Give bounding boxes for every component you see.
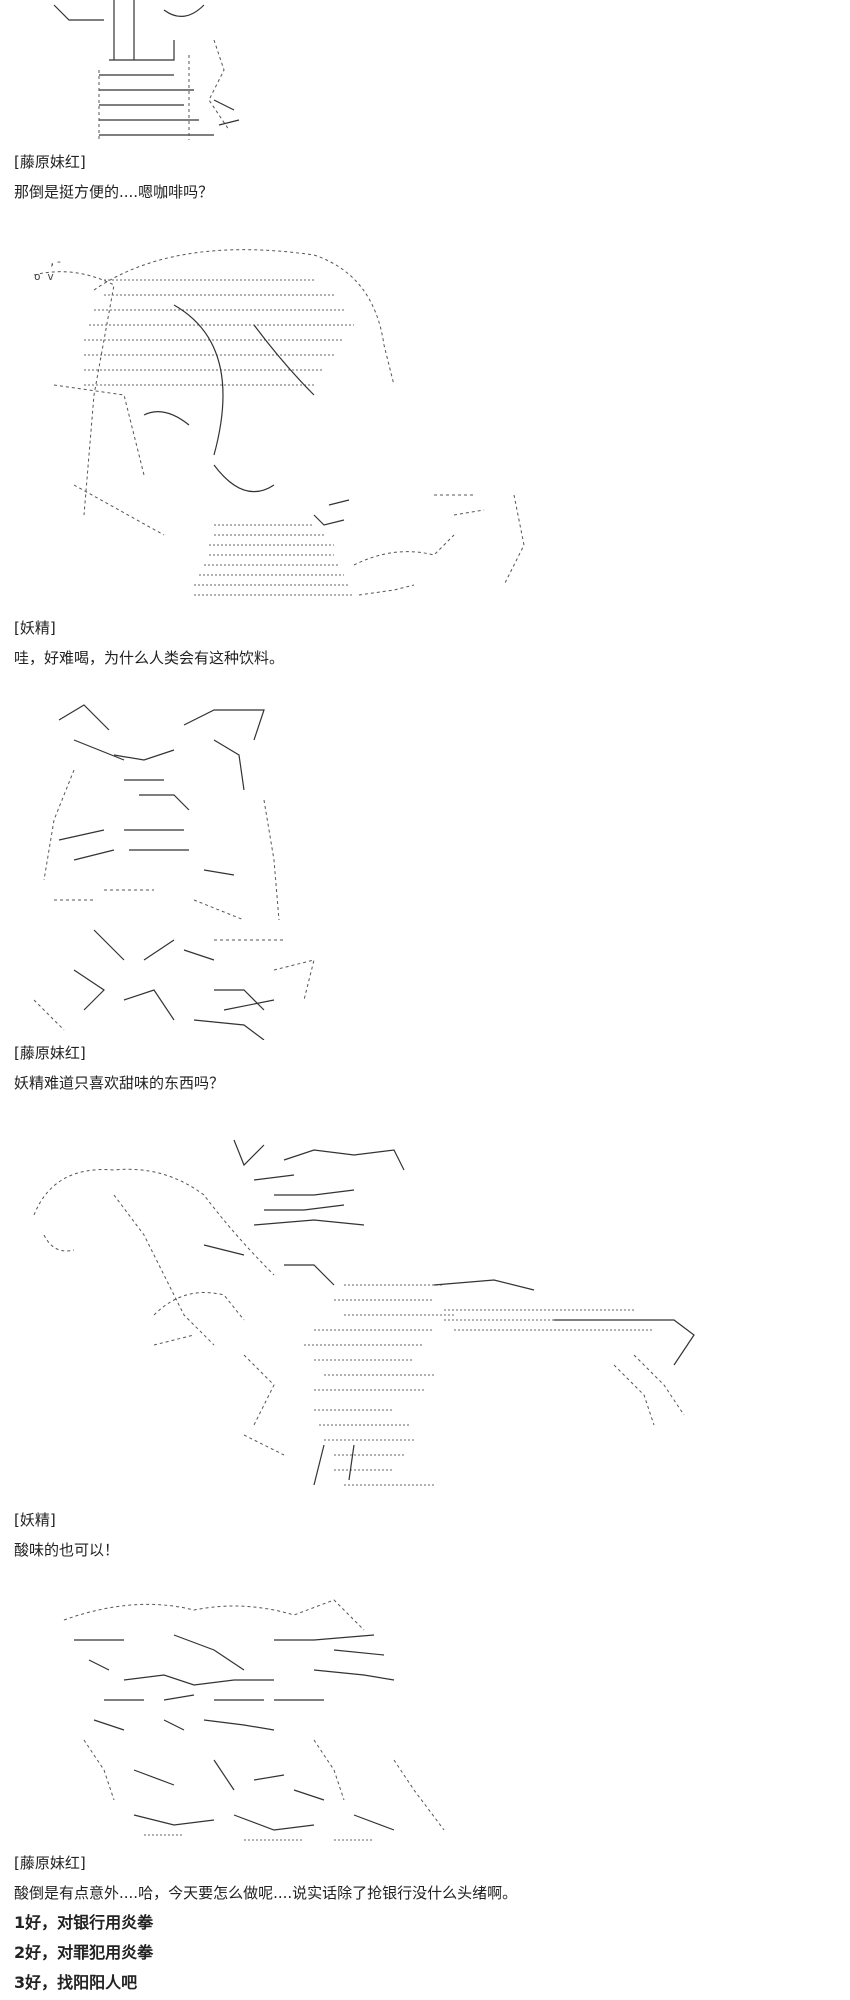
speaker-label: [藤原妹红] (14, 153, 86, 171)
svg-text:o v: o v (34, 270, 54, 283)
ascii-art-fairy-standing (14, 700, 714, 1040)
ascii-art-mokou-thinking (14, 1590, 714, 1850)
speaker-label: [妖精] (14, 1511, 56, 1529)
ascii-art-fairy-with-rifle (14, 1125, 714, 1505)
svg-text:,-: ,- (49, 255, 62, 268)
speaker-label: [妖精] (14, 619, 56, 637)
dialogue-text: 那倒是挺方便的....嗯咖啡吗？ (14, 183, 214, 201)
dialogue-text: 酸味的也可以！ (14, 1541, 120, 1559)
dialogue-text: 哇，好难喝，为什么人类会有这种饮料。 (14, 649, 285, 667)
speaker-label: [藤原妹红] (14, 1854, 86, 1872)
speaker-label: [藤原妹红] (14, 1044, 86, 1062)
option-1: 1好，对银行用炎拳 (14, 1913, 154, 1932)
ascii-art-top-fragment (14, 0, 714, 150)
option-3: 3好，找阳阳人吧 (14, 1973, 138, 1992)
ascii-art-mokou-drinking: ,- o v (14, 235, 714, 615)
option-2: 2好，对罪犯用炎拳 (14, 1943, 154, 1962)
dialogue-text: 酸倒是有点意外....哈，今天要怎么做呢....说实话除了抢银行没什么头绪啊。 (14, 1884, 518, 1902)
dialogue-text: 妖精难道只喜欢甜味的东西吗？ (14, 1074, 225, 1092)
